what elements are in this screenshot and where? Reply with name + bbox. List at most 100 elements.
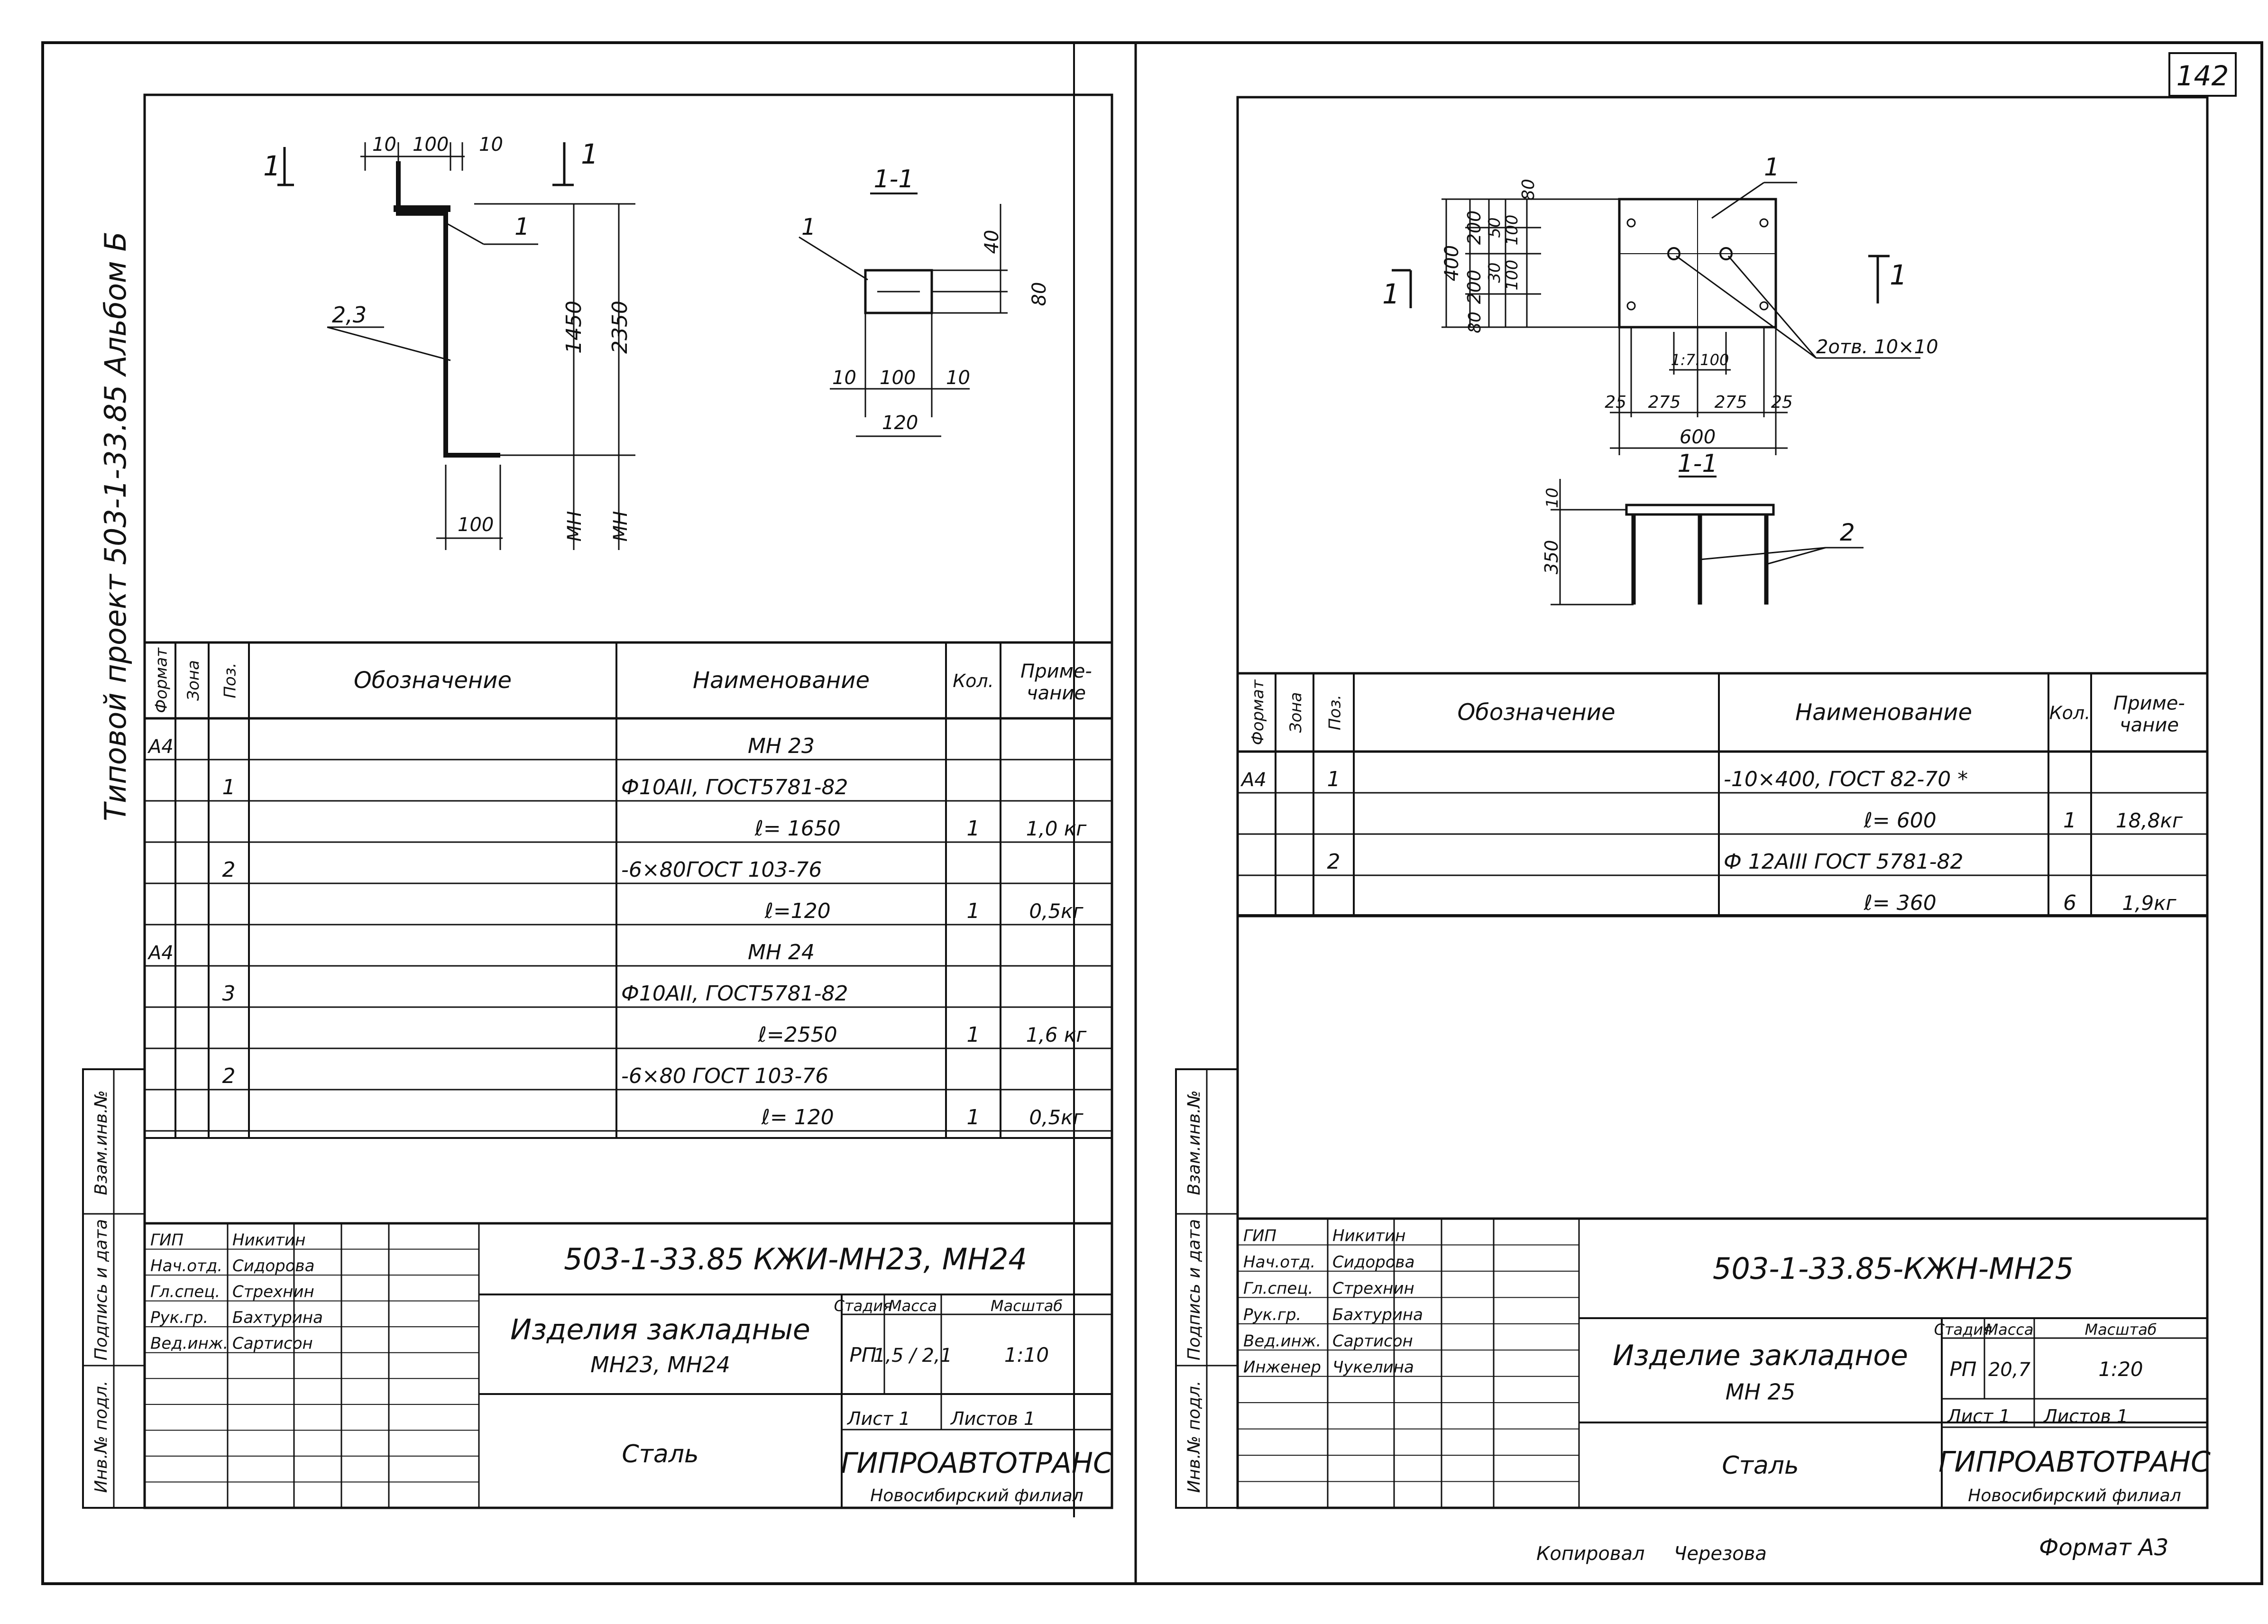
r-spec-h-name: Наименование (1795, 699, 1972, 726)
leader (1676, 255, 1817, 359)
page-number: 142 (2176, 60, 2229, 92)
leader (327, 326, 451, 361)
r-tb-stage: РП (1950, 1358, 1977, 1381)
l-tb-staff-role: Нач.отд. (150, 1257, 222, 1275)
r-spec-cell-qty: 1 (2063, 808, 2076, 833)
footer-checked: Черезова (1674, 1543, 1767, 1565)
r-spec-h-pos: Поз. (1326, 695, 1345, 730)
l-tb-scale-label: Масштаб (991, 1297, 1063, 1315)
hole-mark (1626, 218, 1636, 228)
l-spec-cell-name: ℓ=2550 (758, 1023, 837, 1047)
page-number-box (2168, 52, 2237, 97)
r-cut-mark-a: 1 (1382, 278, 1400, 310)
side-caption: Типовой проект 503-1-33.85 Альбом Б (98, 231, 133, 821)
r-dim-100b: 100 (1503, 260, 1522, 291)
leader (1766, 547, 1826, 565)
l-spec-cell-format: А4 (147, 942, 174, 964)
r-dim-400: 400 (1441, 245, 1463, 281)
r-tb-branch: Новосибирский филиал (1968, 1486, 2181, 1505)
r-tb-staff-name: Стрехнин (1332, 1279, 1414, 1298)
r-dim-80a: 80 (1519, 179, 1538, 201)
dim-100: 100 (880, 367, 916, 389)
l-spec-cell-qty: 1 (967, 1105, 980, 1129)
r-spec-cell-qty: 6 (2063, 891, 2076, 915)
l-spec-h-name: Наименование (693, 667, 870, 694)
r-spec-h-format: Формат (1249, 679, 1267, 745)
r-spec-cell-format: А4 (1240, 769, 1267, 791)
l-spec-h-qty: Кол. (953, 670, 994, 691)
dim-80: 80 (1028, 282, 1050, 306)
dim-10b: 10 (946, 367, 970, 389)
r-tb-staff-name: Сартисон (1332, 1331, 1413, 1350)
r-side-field-replaced: Взам.инв.№ (1185, 1090, 1204, 1195)
dim-2350: 2350 (608, 301, 632, 354)
dim-40: 40 (981, 230, 1003, 254)
footer-copied: Копировал (1536, 1543, 1645, 1565)
r-spec-cell-name: ℓ= 360 (1864, 891, 1937, 915)
l-spec-cell-pos: 2 (222, 1064, 236, 1088)
callout-2-3: 2,3 (332, 302, 367, 328)
l-spec-cell-qty: 1 (967, 817, 980, 841)
side-field-sign-date: Подпись и дата (92, 1219, 111, 1360)
dim-bottom-100: 100 (458, 514, 494, 536)
r-dim-200a: 200 (1464, 211, 1485, 245)
r-section-label: 1-1 (1678, 450, 1718, 478)
r-dim-100a: 100 (1503, 215, 1522, 246)
dim-10: 10 (832, 367, 856, 389)
dim-top-10: 10 (372, 134, 396, 156)
r-spec-cell-name: ℓ= 600 (1864, 808, 1937, 833)
l-spec-cell-name: -6×80ГОСТ 103-76 (621, 858, 822, 882)
r-callout-1: 1 (1764, 153, 1780, 182)
section-callout-1: 1 (801, 214, 816, 240)
l-tb-sheets: Листов 1 (950, 1408, 1035, 1429)
r-tb-scale-label: Масштаб (2084, 1321, 2157, 1339)
l-tb-sheet: Лист 1 (846, 1408, 910, 1429)
l-tb-staff-role: Гл.спец. (150, 1283, 220, 1302)
section-plate (1625, 504, 1775, 516)
r-spec-h-zone: Зона (1286, 692, 1305, 733)
hole-mark (1626, 301, 1636, 311)
r-tb-staff-name: Сидорова (1332, 1253, 1414, 1272)
l-spec-cell-format: А4 (147, 736, 174, 758)
l-tb-subtitle: МН23, МН24 (590, 1352, 730, 1377)
r-tb-stage-label: Стадия (1934, 1321, 1993, 1339)
r-spec-cell-name: Ф 12АIII ГОСТ 5781-82 (1724, 850, 1963, 874)
l-spec-cell-name: МН 24 (748, 940, 815, 964)
r-side-field-sign-date: Подпись и дата (1185, 1219, 1204, 1360)
dim-top-100: 100 (413, 134, 449, 156)
r-dim-350: 350 (1541, 540, 1562, 575)
r-dim-center: 1:7.100 (1671, 351, 1729, 369)
l-spec-cell-name: Ф10АII, ГОСТ5781-82 (621, 775, 848, 799)
leader (1699, 547, 1826, 560)
dim-top-10b: 10 (479, 134, 503, 156)
l-tb-branch: Новосибирский филиал (870, 1486, 1083, 1505)
l-tb-staff-name: Стрехнин (232, 1283, 314, 1302)
r-tb-staff-role: ГИП (1243, 1226, 1276, 1245)
cut-mark-label: 1 (263, 150, 281, 182)
cut-mark-label: 1 (581, 138, 598, 170)
r-tb-scale: 1:20 (2098, 1358, 2143, 1381)
r-tb-staff-role: Рук.гр. (1243, 1305, 1301, 1324)
leader (1711, 182, 1764, 219)
r-tb-sheet: Лист 1 (1947, 1406, 2011, 1427)
l-spec-h-format: Формат (152, 647, 171, 713)
r-dim-275a: 275 (1648, 393, 1681, 412)
l-spec-cell-note: 1,0 кг (1026, 817, 1087, 840)
l-tb-staff-name: Сартисон (232, 1334, 313, 1353)
l-tb-scale: 1:10 (1004, 1343, 1049, 1367)
l-tb-mass: 1,5 / 2,1 (873, 1345, 952, 1367)
r-dim-25b: 25 (1771, 393, 1793, 412)
r-tb-staff-role: Инженер (1243, 1358, 1321, 1377)
r-tb-staff-role: Нач.отд. (1243, 1253, 1315, 1272)
l-tb-material: Сталь (622, 1440, 698, 1468)
dim-mn-b: МН (610, 511, 632, 542)
footer-format: Формат А3 (2039, 1534, 2168, 1561)
l-tb-staff-name: Никитин (232, 1231, 305, 1250)
r-dim-30a: 30 (1485, 262, 1504, 283)
r-callout-holes: 2отв. 10×10 (1816, 336, 1938, 358)
r-spec-cell-note: 18,8кг (2116, 809, 2183, 832)
r-spec-cell-pos: 1 (1327, 767, 1341, 791)
r-dim-50a: 50 (1485, 217, 1504, 238)
r-side-field-inv-orig: Инв.№ подл. (1185, 1381, 1204, 1493)
